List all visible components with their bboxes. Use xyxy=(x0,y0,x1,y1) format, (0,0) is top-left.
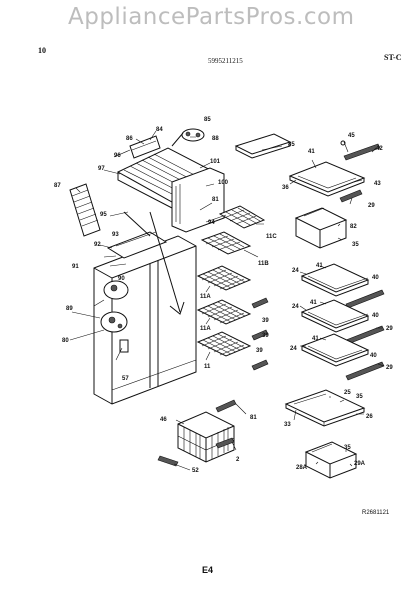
header-code: ST-C xyxy=(384,53,402,62)
part-label-81: 81 xyxy=(212,197,219,203)
shelf-trim-2 xyxy=(345,325,385,345)
part-label-46: 46 xyxy=(160,417,167,423)
part-label-82: 82 xyxy=(350,224,357,230)
part-label-101: 101 xyxy=(210,159,221,165)
freezer-rear-panel xyxy=(171,167,225,233)
part-label-57: 57 xyxy=(122,376,129,382)
part-label-41d: 41 xyxy=(312,336,319,342)
part-label-29b: 29 xyxy=(386,326,393,332)
part-label-35: 35 xyxy=(352,242,359,248)
part-label-95: 95 xyxy=(100,212,107,218)
part-label-29c: 29 xyxy=(386,365,393,371)
part-label-11a-1: 11A xyxy=(200,294,211,300)
shelf-support-1 xyxy=(251,297,269,309)
shelf-trim-29 xyxy=(339,189,363,203)
part-label-86: 86 xyxy=(126,136,133,142)
shelf-support-3 xyxy=(251,359,269,371)
shelf-trim-3 xyxy=(345,361,385,381)
part-label-97: 97 xyxy=(98,166,105,172)
part-label-89: 89 xyxy=(66,306,73,312)
ice-tray-upper xyxy=(218,205,266,229)
part-label-43: 43 xyxy=(374,181,381,187)
watermark: AppliancePartsPros.com xyxy=(68,4,355,30)
part-number-labels: 86 84 85 88 96 97 101 100 81 95 94 87 93… xyxy=(54,117,393,474)
basket-rail-52 xyxy=(157,455,179,467)
part-label-93: 93 xyxy=(112,232,119,238)
part-label-11a-2: 11A xyxy=(200,326,211,332)
part-label-45: 45 xyxy=(348,133,355,139)
header-model-number: 5995211215 xyxy=(208,57,243,65)
meat-keeper-drawer xyxy=(294,207,348,249)
freezer-door-rack-left xyxy=(69,183,101,237)
basket-rail-2 xyxy=(215,437,235,449)
part-label-24a: 24 xyxy=(292,268,299,274)
part-label-25: 25 xyxy=(344,390,351,396)
part-label-85: 85 xyxy=(204,117,211,123)
control-housing xyxy=(100,280,129,353)
part-label-40c: 40 xyxy=(370,353,377,359)
part-label-84: 84 xyxy=(156,127,163,133)
part-label-92: 92 xyxy=(94,242,101,248)
part-label-41: 41 xyxy=(308,149,315,155)
part-label-29: 29 xyxy=(368,203,375,209)
part-label-80: 80 xyxy=(62,338,69,344)
crisper-drawer xyxy=(304,441,358,479)
part-label-94: 94 xyxy=(208,220,215,226)
part-label-36: 36 xyxy=(282,185,289,191)
freezer-wire-shelf-2 xyxy=(196,299,252,325)
freezer-wire-shelf-3 xyxy=(196,331,252,357)
part-label-24c: 24 xyxy=(290,346,297,352)
part-label-85b: 85 xyxy=(288,142,295,148)
part-label-41c: 41 xyxy=(310,300,317,306)
page-number: E4 xyxy=(202,565,214,575)
part-label-39b: 39 xyxy=(262,333,269,339)
part-label-11c: 11C xyxy=(266,234,277,240)
assembly-arrow xyxy=(149,211,181,313)
drawing-reference-code: R2681121 xyxy=(362,510,390,516)
part-label-28a: 28A xyxy=(296,465,308,471)
part-label-40b: 40 xyxy=(372,313,379,319)
part-label-96: 96 xyxy=(114,153,121,159)
top-glass-shelf xyxy=(288,161,366,197)
part-label-26: 26 xyxy=(366,414,373,420)
part-label-11: 11 xyxy=(204,364,211,370)
part-label-35c: 35 xyxy=(344,445,351,451)
ice-tray-lower xyxy=(200,231,252,255)
part-label-39c: 39 xyxy=(256,348,263,354)
part-label-91: 91 xyxy=(72,264,79,270)
part-label-35b: 35 xyxy=(356,394,363,400)
basket-rail-81 xyxy=(215,399,237,413)
part-label-81b: 81 xyxy=(250,415,257,421)
part-label-40a: 40 xyxy=(372,275,379,281)
shelf-support-2 xyxy=(251,329,269,341)
part-label-87: 87 xyxy=(54,183,61,189)
leader-lines xyxy=(69,130,385,471)
part-label-2: 2 xyxy=(236,457,240,463)
part-label-42: 42 xyxy=(376,146,383,152)
control-knob-assembly xyxy=(171,128,205,147)
part-label-41b: 41 xyxy=(316,263,323,269)
refrigerator-cabinet xyxy=(93,231,197,405)
bracket-assembly xyxy=(129,135,161,159)
fresh-food-shelf-2 xyxy=(300,299,370,333)
header-section-number: 10 xyxy=(38,46,46,55)
crisper-cover xyxy=(284,389,366,427)
part-label-33: 33 xyxy=(284,422,291,428)
trim-strip-42 xyxy=(343,143,381,161)
shelf-trim-1 xyxy=(345,289,385,309)
part-label-88: 88 xyxy=(212,136,219,142)
part-label-100: 100 xyxy=(218,180,229,186)
freezer-wire-shelf-1 xyxy=(196,265,252,291)
top-cover-85 xyxy=(234,133,292,155)
part-label-90: 90 xyxy=(118,276,125,282)
part-label-39a: 39 xyxy=(262,318,269,324)
part-label-29a: 29A xyxy=(354,461,366,467)
freezer-basket xyxy=(177,411,235,463)
part-label-24b: 24 xyxy=(292,304,299,310)
part-label-52: 52 xyxy=(192,468,199,474)
part-label-11b: 11B xyxy=(258,261,269,267)
fresh-food-shelf-1 xyxy=(300,263,370,297)
